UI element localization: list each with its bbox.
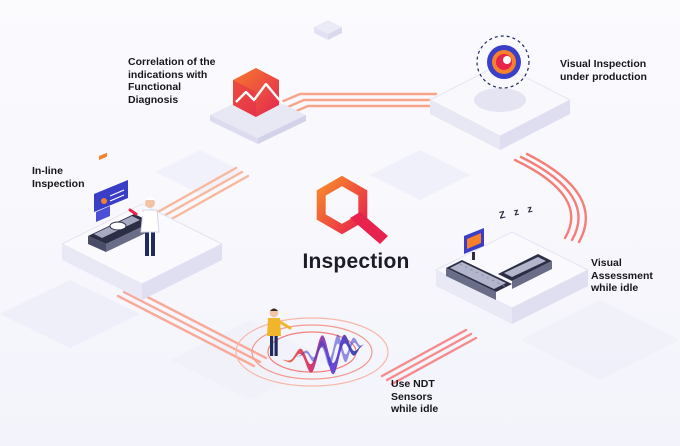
magnifier-logo-icon: [316, 175, 388, 244]
label-visual-assessment: Visual Assessment while idle: [591, 257, 653, 294]
ndt-wave-sensor-icon: [267, 308, 364, 375]
platform-ndt: [235, 317, 389, 387]
camera-eye-icon: [476, 35, 530, 89]
label-correlation: Correlation of the indications with Func…: [128, 56, 216, 106]
platform-visual-inspection: [428, 63, 572, 150]
inline-worker-conveyor-icon: [88, 152, 160, 256]
hexagon-chart-icon: [233, 68, 284, 117]
idle-conveyor-screen-icon: [446, 228, 552, 300]
label-inline: In-line Inspection: [32, 165, 85, 190]
label-visual-inspection: Visual Inspection under production: [560, 58, 647, 83]
connector-bottom-right: [380, 328, 478, 386]
center-title: Inspection: [302, 250, 410, 273]
connector-bottom-left: [116, 286, 268, 368]
connector-right: [513, 152, 588, 244]
platform-inline: [60, 203, 224, 300]
label-ndt: Use NDT Sensors while idle: [391, 378, 439, 415]
